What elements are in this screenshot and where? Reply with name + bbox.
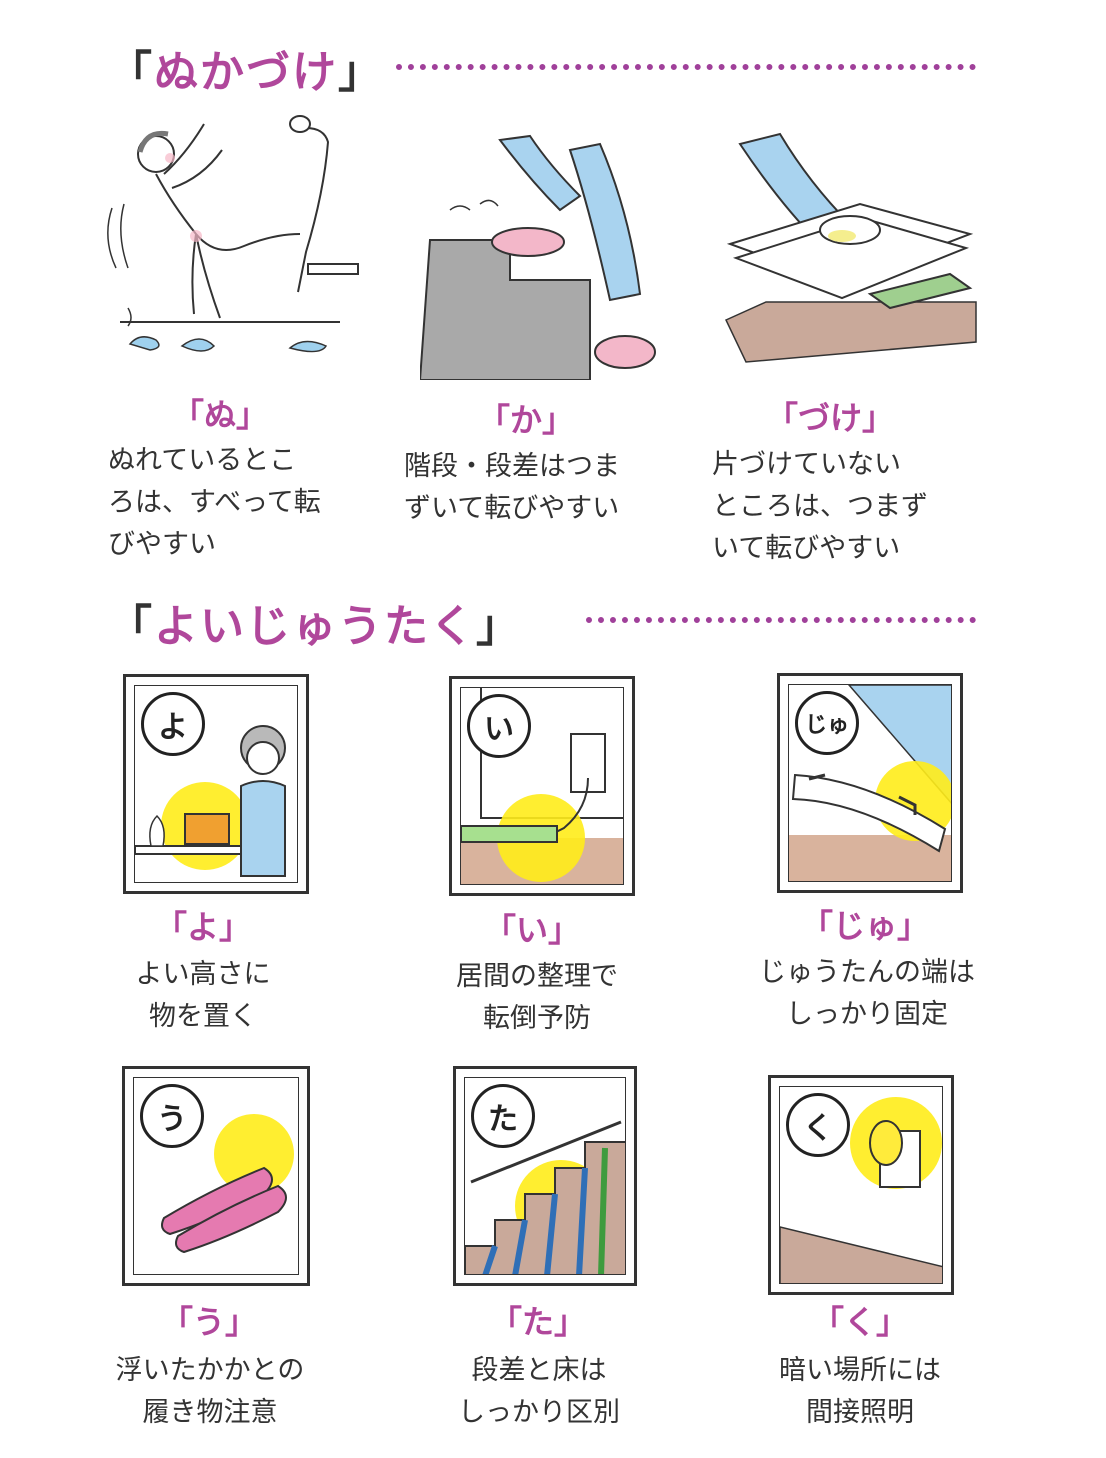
heading-bracket-close: 」 [476, 601, 522, 652]
badge-ju: じゅ [795, 691, 859, 755]
rug-edge-illustration [789, 685, 951, 881]
card-text-yo: よい高さに 物を置く [135, 959, 271, 1032]
cord-outlet-illustration [461, 688, 623, 884]
heading-dotted-rule [396, 64, 976, 70]
card-ta: た [453, 1066, 637, 1286]
card-i: い [449, 676, 635, 896]
heading-title: よいじゅうたく [154, 601, 476, 652]
item-text-zuke: 片づけていない ところは、つまず いて転びやすい [712, 449, 928, 564]
card-u: う [122, 1066, 310, 1286]
card-title-ta: 「た」 [489, 1303, 586, 1341]
heading-bracket-open: 「 [108, 47, 154, 98]
card-frame: た [464, 1077, 626, 1275]
heading-bracket-open: 「 [108, 601, 154, 652]
heading-title: ぬかづけ [154, 47, 338, 98]
card-frame: じゅ [788, 684, 952, 882]
shelf-item-illustration [135, 725, 286, 877]
slipping-person-illustration [107, 115, 359, 353]
slippers-illustration [161, 1114, 294, 1254]
card-yo: よ [123, 674, 309, 894]
card-title-ju: 「じゅ」 [800, 907, 929, 945]
card-title-i: 「い」 [483, 911, 580, 949]
card-title-yo: 「よ」 [154, 908, 251, 946]
card-text-i: 居間の整理で 転倒予防 [456, 961, 618, 1034]
stairs-handrail-illustration [465, 1120, 625, 1274]
card-ku: く [768, 1075, 954, 1295]
stairs-step-illustration [420, 134, 656, 380]
heading-dotted-rule [586, 617, 976, 623]
badge-ku: く [786, 1093, 850, 1157]
item-title-ka: 「か」 [477, 401, 574, 439]
item-text-nu: ぬれているとこ ろは、すべって転 びやすい [108, 445, 321, 560]
badge-ta: た [471, 1084, 535, 1148]
card-title-u: 「う」 [160, 1303, 257, 1341]
heading-bracket-close: 」 [338, 47, 384, 98]
badge-i: い [467, 694, 531, 758]
card-text-u: 浮いたかかとの 履き物注意 [115, 1355, 305, 1428]
clutter-papers-illustration [724, 132, 977, 363]
item-text-ka: 階段・段差はつま ずいて転びやすい [404, 451, 620, 524]
badge-yo: よ [141, 692, 205, 756]
section-heading-nukazuke: 「ぬかづけ」 [108, 38, 384, 98]
card-title-ku: 「く」 [811, 1303, 908, 1341]
card-text-ju: じゅうたんの端は しっかり固定 [759, 957, 975, 1030]
card-frame: う [133, 1077, 299, 1275]
card-text-ku: 暗い場所には 間接照明 [779, 1355, 941, 1428]
card-text-ta: 段差と床は しっかり区別 [458, 1355, 620, 1428]
item-title-nu: 「ぬ」 [171, 396, 268, 434]
card-frame: い [460, 687, 624, 885]
card-frame: よ [134, 685, 298, 883]
section-heading-yoijuutaku: 「よいじゅうたく」 [108, 592, 522, 652]
card-frame: く [779, 1086, 943, 1284]
night-light-illustration [780, 1097, 942, 1283]
badge-u: う [140, 1084, 204, 1148]
card-ju: じゅ [777, 673, 963, 893]
item-title-zuke: 「づけ」 [765, 399, 894, 437]
